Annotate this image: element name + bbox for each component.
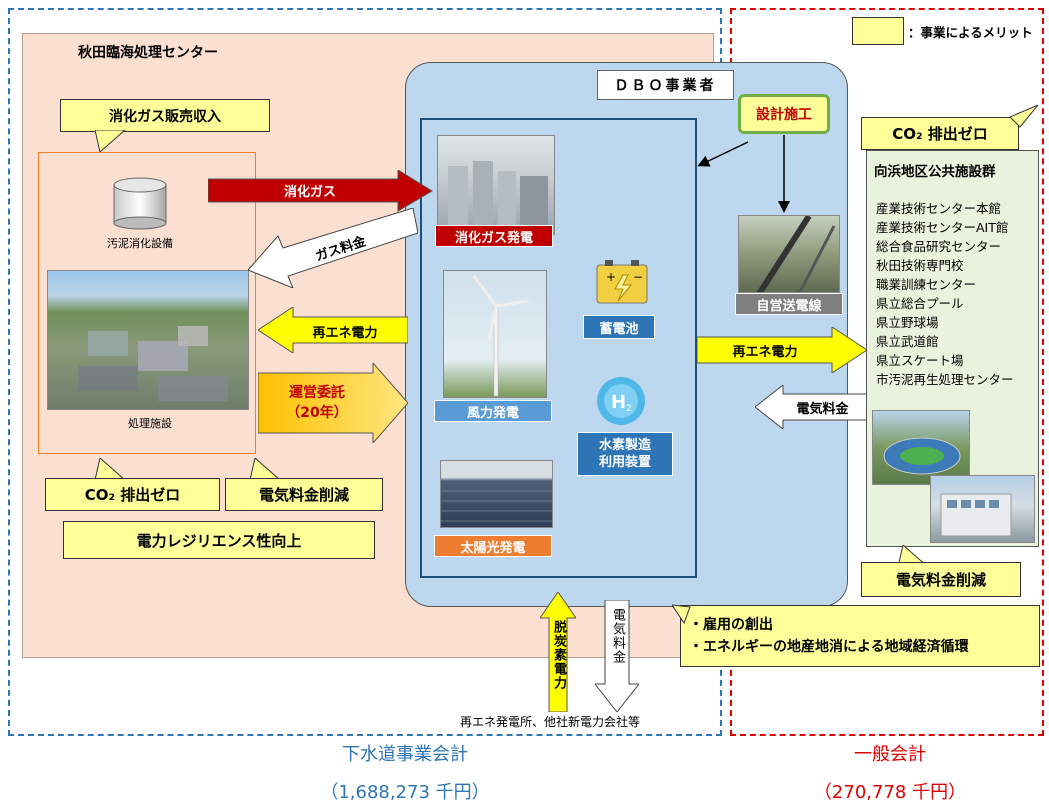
dbo-inner-frame — [420, 118, 697, 578]
digestion-gas-arrow — [208, 170, 433, 212]
renewable-right-arrow — [697, 327, 867, 373]
benefits-pointer — [672, 604, 691, 625]
gas-sales-pointer — [95, 130, 126, 153]
co2-right-pointer — [1010, 105, 1039, 128]
solar-power-photo — [440, 460, 553, 528]
digester-tank-icon — [113, 177, 167, 230]
facility-list: 産業技術センター本館 産業技術センターAIT館 総合食品研究センター 秋田技術専… — [876, 199, 1036, 389]
wind-power-tag: 風力発電 — [434, 400, 552, 422]
battery-tag: 蓄電池 — [583, 315, 655, 339]
solar-power-tag: 太陽光発電 — [434, 535, 552, 557]
battery-icon: +− — [596, 260, 648, 304]
resilience-note: 電力レジリエンス性向上 — [63, 521, 375, 559]
facility-item: 市汚泥再生処理センター — [876, 372, 1014, 387]
decarbonized-power-arrow — [540, 592, 576, 712]
gas-fee-arrow — [248, 208, 418, 288]
benefits-box: ・雇用の創出 ・エネルギーの地産地消による地域経済循環 — [680, 605, 1040, 667]
sewer-facility-box — [38, 152, 256, 454]
building-photo — [930, 475, 1035, 543]
facility-item: 県立スケート場 — [876, 353, 964, 368]
electricity-fee-right-arrow — [755, 385, 868, 429]
benefit-jobs: ・雇用の創出 — [689, 617, 773, 633]
sewer-account-name: 下水道事業会計 — [342, 744, 468, 765]
facility-item: 産業技術センター本館 — [876, 201, 1002, 216]
co2-zero-left-note: CO₂ 排出ゼロ — [45, 478, 220, 511]
facility-item: 県立野球場 — [876, 315, 939, 330]
co2-zero-right-note: CO₂ 排出ゼロ — [861, 117, 1019, 150]
wind-power-photo — [443, 270, 547, 398]
facility-title: 秋田臨海処理センター — [78, 45, 218, 61]
power-cost-left-note: 電気料金削減 — [225, 478, 383, 511]
plant-label: 処理施設 — [128, 417, 172, 430]
legend-text: ：事業によるメリット — [908, 25, 1033, 40]
renewable-left-arrow — [258, 307, 408, 353]
hydrogen-tag: 水素製造 利用装置 — [577, 432, 673, 476]
operation-label: 運営委託 （20年） — [286, 385, 348, 421]
design-build-box: 設計施工 — [738, 94, 830, 134]
svg-text:+: + — [606, 270, 616, 284]
electricity-fee-bottom-arrow — [595, 600, 639, 712]
stadium-photo — [872, 410, 970, 485]
dbo-title: ＤＢＯ事業者 — [597, 70, 734, 100]
benefit-local-economy: ・エネルギーの地産地消による地域経済循環 — [689, 639, 969, 655]
design-build-arrows — [697, 135, 790, 213]
electricity-fee-bottom-label: 電気料金 — [610, 608, 625, 664]
treatment-plant-photo — [47, 270, 249, 410]
decarbonized-power-label: 脱炭素電力 — [551, 620, 566, 690]
svg-text:2: 2 — [626, 404, 632, 414]
facility-item: 産業技術センターAIT館 — [876, 220, 1009, 235]
private-line-photo — [738, 215, 840, 293]
renewable-right-label: 再エネ電力 — [732, 344, 798, 360]
general-account-amount: （270,778 千円） — [813, 782, 967, 803]
gas-power-tag: 消化ガス発電 — [435, 225, 553, 247]
electricity-fee-right-label: 電気料金 — [796, 401, 849, 417]
facility-item: 総合食品研究センター — [876, 239, 1002, 254]
facility-item: 秋田技術専門校 — [876, 258, 964, 273]
facility-item: 職業訓練センター — [876, 277, 977, 292]
renewable-left-label: 再エネ電力 — [312, 325, 378, 341]
svg-text:H: H — [611, 392, 626, 413]
svg-text:−: − — [633, 270, 643, 284]
digester-label: 汚泥消化設備 — [107, 237, 173, 250]
gas-sales-note: 消化ガス販売収入 — [60, 99, 270, 132]
digestion-gas-label: 消化ガス — [283, 185, 336, 200]
others-label: 再エネ発電所、他社新電力会社等 — [460, 715, 641, 729]
private-line-tag: 自営送電線 — [735, 293, 843, 315]
power-cost-right-note: 電気料金削減 — [861, 562, 1021, 597]
gas-power-photo — [437, 135, 555, 235]
facility-item: 県立総合プール — [876, 296, 964, 311]
public-facilities-title: 向浜地区公共施設群 — [874, 164, 996, 180]
legend-swatch — [852, 17, 904, 45]
facility-item: 県立武道館 — [876, 334, 939, 349]
general-account-name: 一般会計 — [854, 744, 926, 765]
operation-arrow — [258, 363, 408, 443]
sewer-account-amount: （1,688,273 千円） — [320, 782, 490, 803]
